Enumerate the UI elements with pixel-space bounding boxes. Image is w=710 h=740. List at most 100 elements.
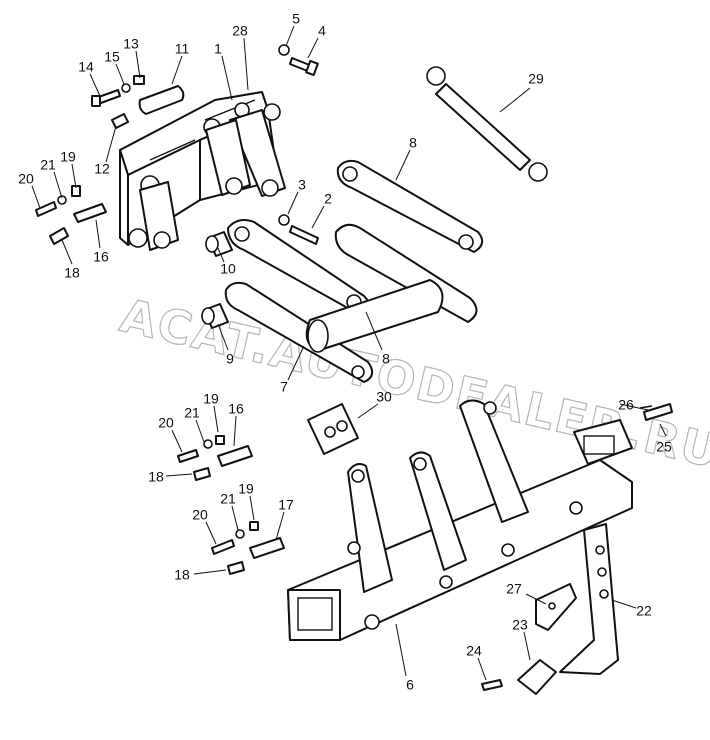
callout-c19b: 19 bbox=[203, 391, 219, 407]
callout-c20b: 20 bbox=[158, 415, 174, 431]
bolt-20b bbox=[177, 449, 199, 463]
leader-line-c28 bbox=[243, 37, 249, 91]
leader-line-c16a bbox=[95, 219, 101, 249]
leader-line-c19b bbox=[213, 405, 219, 433]
bushing-10 bbox=[205, 231, 233, 257]
callout-c23: 23 bbox=[512, 617, 528, 633]
plate-19b bbox=[215, 435, 225, 445]
bolt-20a bbox=[35, 201, 57, 217]
callout-c18b: 18 bbox=[148, 469, 164, 485]
leader-line-c7 bbox=[287, 345, 305, 381]
tip-23 bbox=[517, 659, 557, 695]
leader-line-c18b bbox=[165, 473, 193, 477]
callout-c25: 25 bbox=[656, 439, 672, 455]
leader-line-c10 bbox=[217, 247, 225, 263]
callout-c14: 14 bbox=[78, 59, 94, 75]
washer-21b bbox=[203, 439, 213, 449]
shin-guard-27 bbox=[535, 583, 577, 631]
leader-line-c17 bbox=[275, 511, 285, 541]
callout-c10: 10 bbox=[220, 261, 236, 277]
callout-c30: 30 bbox=[376, 389, 392, 405]
leader-line-c21b bbox=[195, 419, 205, 443]
leader-line-c20b bbox=[171, 429, 183, 453]
pin-16a bbox=[73, 203, 107, 223]
leader-line-c22 bbox=[611, 599, 637, 609]
callout-c16b: 16 bbox=[228, 401, 244, 417]
leader-line-c18a bbox=[61, 239, 73, 265]
pin-11 bbox=[138, 85, 185, 115]
leader-line-c23 bbox=[523, 631, 531, 661]
leader-line-c21c bbox=[231, 505, 239, 531]
shank-22 bbox=[559, 523, 619, 675]
fitting-18a bbox=[49, 227, 69, 245]
pin-17 bbox=[249, 537, 285, 559]
leader-line-c6 bbox=[395, 623, 407, 677]
leader-line-c24 bbox=[477, 657, 487, 681]
plate-30 bbox=[307, 403, 359, 455]
callout-c7: 7 bbox=[280, 379, 288, 395]
fitting-18b bbox=[193, 467, 211, 481]
callout-c13: 13 bbox=[123, 36, 139, 52]
leader-line-c4 bbox=[307, 37, 319, 59]
callout-c3: 3 bbox=[298, 177, 306, 193]
leader-line-c15 bbox=[115, 63, 125, 85]
callout-c18a: 18 bbox=[64, 265, 80, 281]
leader-line-c14 bbox=[89, 73, 101, 97]
callout-c28: 28 bbox=[232, 23, 248, 39]
pin-25 bbox=[643, 403, 673, 421]
leader-line-c8a bbox=[395, 149, 411, 181]
bolt-4 bbox=[289, 57, 319, 77]
bolt-20c bbox=[211, 539, 235, 555]
fitting-18c bbox=[227, 561, 245, 575]
link-7 bbox=[224, 219, 374, 383]
bolt-24 bbox=[481, 679, 503, 691]
leader-line-c9 bbox=[217, 323, 229, 351]
leader-line-c29 bbox=[499, 87, 531, 113]
callout-c29: 29 bbox=[528, 71, 544, 87]
leader-line-c20a bbox=[31, 185, 41, 209]
leader-line-c2 bbox=[311, 205, 325, 229]
link-8-upper bbox=[336, 159, 484, 253]
callout-c24: 24 bbox=[466, 643, 482, 659]
clip-26 bbox=[639, 405, 653, 409]
callout-c19c: 19 bbox=[238, 481, 254, 497]
cylinder-29 bbox=[426, 66, 548, 182]
main-frame bbox=[287, 399, 633, 641]
callout-c26: 26 bbox=[618, 397, 634, 413]
washer-15 bbox=[121, 83, 131, 93]
callout-c8b: 8 bbox=[382, 351, 390, 367]
callout-c19a: 19 bbox=[60, 149, 76, 165]
callout-c2: 2 bbox=[324, 191, 332, 207]
leader-line-c20c bbox=[205, 521, 217, 545]
bushing-9 bbox=[201, 303, 229, 329]
bracket-frame bbox=[119, 91, 286, 251]
callout-c18c: 18 bbox=[174, 567, 190, 583]
callout-c22: 22 bbox=[636, 603, 652, 619]
washer-21c bbox=[235, 529, 245, 539]
leader-line-c11 bbox=[171, 55, 183, 85]
callout-c21a: 21 bbox=[40, 157, 56, 173]
leader-line-c27 bbox=[525, 593, 547, 605]
callout-c9: 9 bbox=[226, 351, 234, 367]
leader-line-c1 bbox=[221, 55, 233, 101]
callout-c17: 17 bbox=[278, 497, 294, 513]
leader-line-c8b bbox=[365, 311, 383, 351]
callout-c12: 12 bbox=[94, 161, 110, 177]
leader-line-c3 bbox=[287, 191, 299, 215]
callout-c20c: 20 bbox=[192, 507, 208, 523]
callout-c5: 5 bbox=[292, 11, 300, 27]
plate-13 bbox=[133, 75, 145, 85]
cross-tube bbox=[305, 279, 444, 353]
washer-3 bbox=[278, 214, 290, 226]
leader-line-c25 bbox=[659, 423, 667, 437]
leader-line-c5 bbox=[285, 25, 295, 47]
callout-c8a: 8 bbox=[409, 135, 417, 151]
leader-line-c13 bbox=[135, 50, 141, 79]
callout-c4: 4 bbox=[318, 23, 326, 39]
callout-c1: 1 bbox=[214, 41, 222, 57]
pin-16b bbox=[217, 445, 253, 467]
callout-c16a: 16 bbox=[93, 249, 109, 265]
